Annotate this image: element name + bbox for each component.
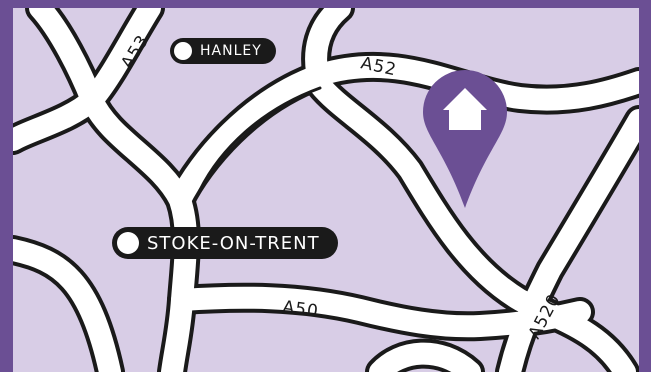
- road-a52-fill: [169, 56, 639, 211]
- place-label-stoke[interactable]: STOKE-ON-TRENT: [112, 227, 338, 259]
- place-dot-icon: [117, 232, 139, 254]
- road-a50-fill: [171, 286, 591, 338]
- road-fills: [13, 8, 639, 372]
- home-icon: [443, 88, 487, 130]
- road-southwest-fill: [13, 239, 121, 372]
- road-south-loop-fill: [369, 342, 481, 372]
- place-name-hanley: HANLEY: [200, 43, 262, 59]
- road-center-lines: [198, 86, 322, 192]
- place-label-hanley[interactable]: HANLEY: [170, 38, 276, 64]
- road-north-link-fill: [81, 8, 161, 111]
- road-label-a50: A50: [281, 297, 320, 322]
- place-name-stoke: STOKE-ON-TRENT: [147, 232, 320, 254]
- location-pin[interactable]: [423, 70, 507, 208]
- pin-body: [423, 70, 507, 208]
- place-dot-icon: [174, 42, 192, 60]
- road-a52-inner: [198, 86, 322, 192]
